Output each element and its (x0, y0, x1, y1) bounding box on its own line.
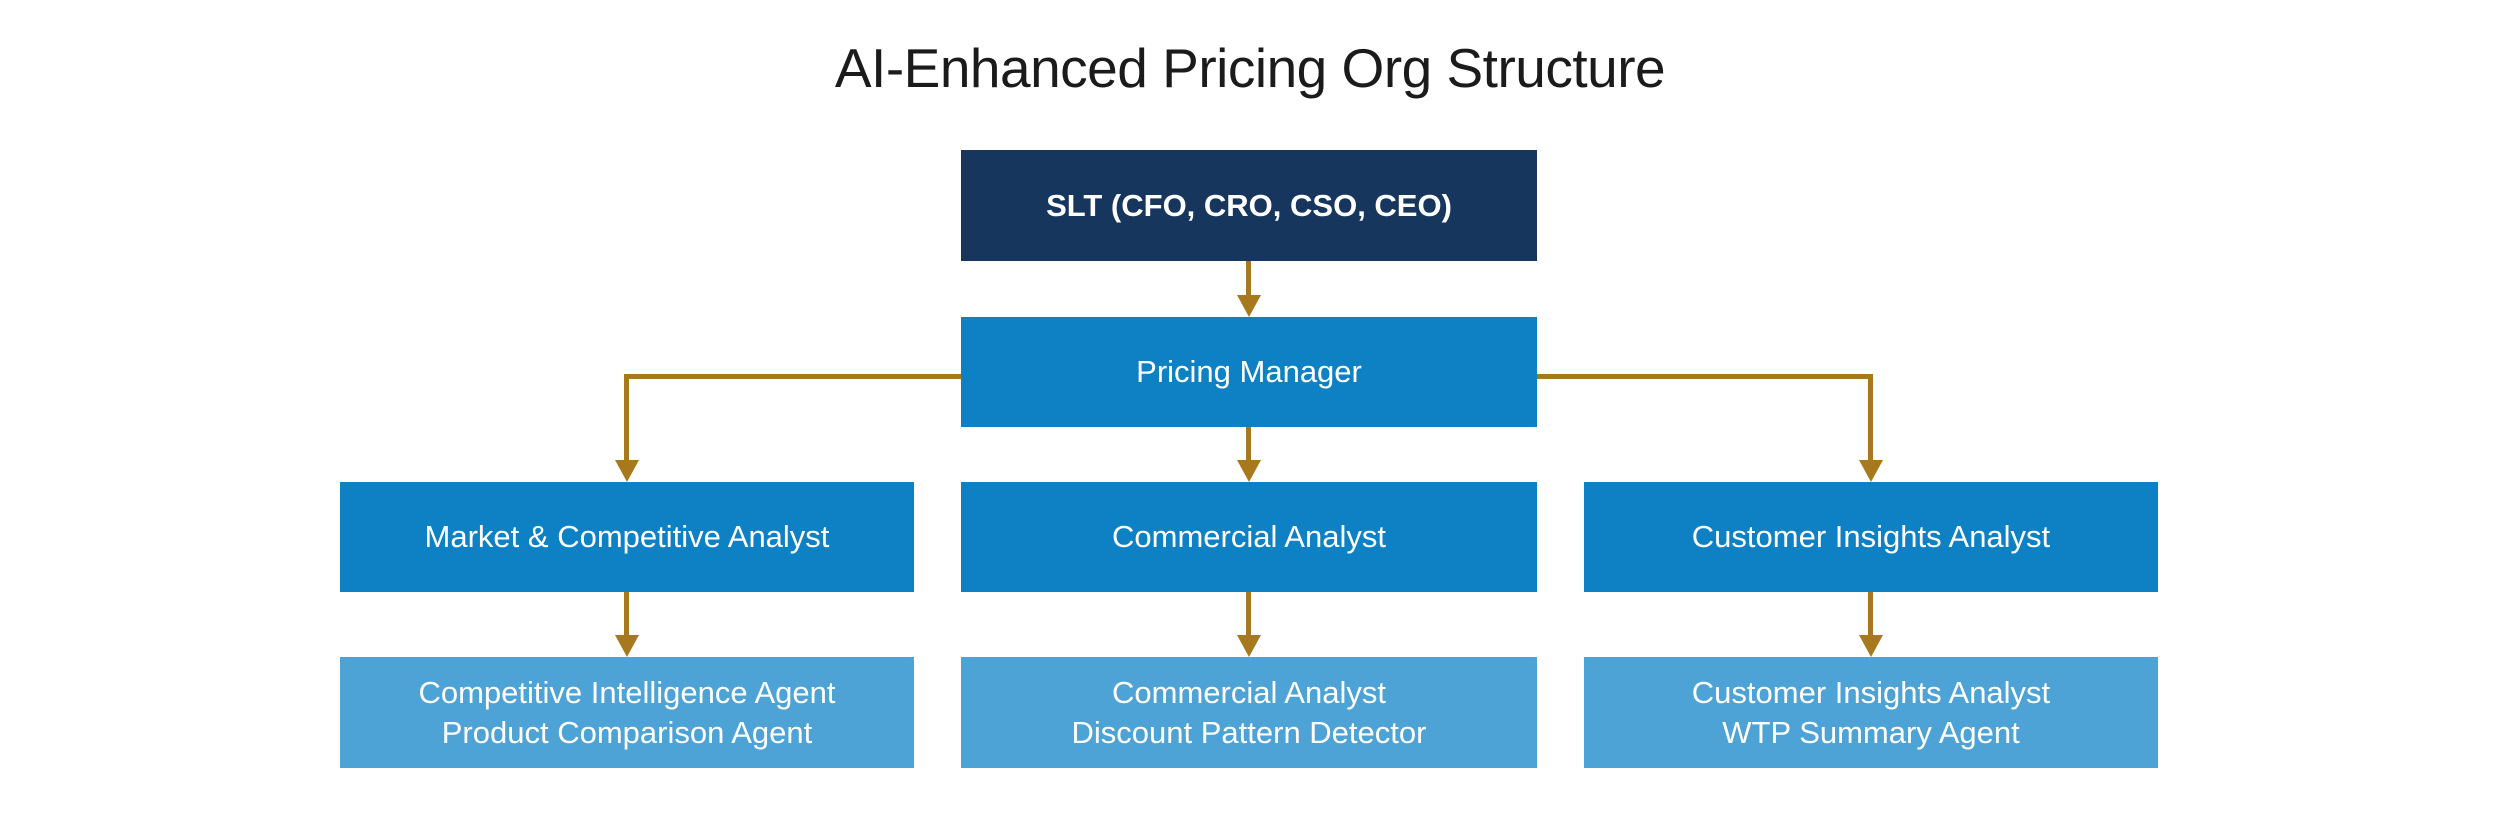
arrowhead-icon (1859, 460, 1883, 482)
node-commercial-analyst-label: Commercial Analyst (1112, 519, 1386, 554)
node-customer-agents-line2: WTP Summary Agent (1722, 714, 2020, 750)
arrowhead-icon (615, 635, 639, 657)
node-commercial-agents: Commercial Analyst Discount Pattern Dete… (961, 657, 1537, 768)
arrowhead-icon (1237, 295, 1261, 317)
node-market-agents-line2: Product Comparison Agent (441, 714, 813, 750)
connector-customer-insights-to-agents (1868, 592, 1873, 636)
arrowhead-icon (1237, 460, 1261, 482)
connector-pm-to-market-analyst-drop (624, 374, 629, 461)
connector-slt-to-pricing-manager (1246, 261, 1251, 296)
node-market-competitive-analyst-label: Market & Competitive Analyst (424, 519, 830, 554)
node-slt-label: SLT (CFO, CRO, CSO, CEO) (1046, 187, 1452, 223)
arrowhead-icon (615, 460, 639, 482)
page-title: AI-Enhanced Pricing Org Structure (834, 37, 1666, 99)
node-market-competitive-analyst: Market & Competitive Analyst (340, 482, 914, 592)
node-slt: SLT (CFO, CRO, CSO, CEO) (961, 150, 1537, 261)
connector-pm-to-customer-insights (1537, 374, 1871, 379)
node-commercial-analyst: Commercial Analyst (961, 482, 1537, 592)
node-commercial-agents-line2: Discount Pattern Detector (1071, 714, 1427, 750)
connector-market-analyst-to-agents (624, 592, 629, 636)
connector-pm-to-market-analyst (627, 374, 961, 379)
connector-pm-to-customer-insights-drop (1868, 374, 1873, 461)
node-pricing-manager: Pricing Manager (961, 317, 1537, 427)
node-market-agents: Competitive Intelligence Agent Product C… (340, 657, 914, 768)
node-market-agents-line1: Competitive Intelligence Agent (418, 674, 836, 710)
node-customer-agents-line1: Customer Insights Analyst (1691, 674, 2051, 710)
node-commercial-agents-line1: Commercial Analyst (1112, 674, 1386, 710)
arrowhead-icon (1237, 635, 1261, 657)
arrowhead-icon (1859, 635, 1883, 657)
node-customer-insights-analyst-label: Customer Insights Analyst (1691, 519, 2051, 554)
node-customer-insights-analyst: Customer Insights Analyst (1584, 482, 2158, 592)
connector-pm-to-commercial-analyst (1246, 427, 1251, 461)
node-pricing-manager-label: Pricing Manager (1136, 354, 1362, 389)
node-customer-agents: Customer Insights Analyst WTP Summary Ag… (1584, 657, 2158, 768)
connector-commercial-analyst-to-agents (1246, 592, 1251, 636)
